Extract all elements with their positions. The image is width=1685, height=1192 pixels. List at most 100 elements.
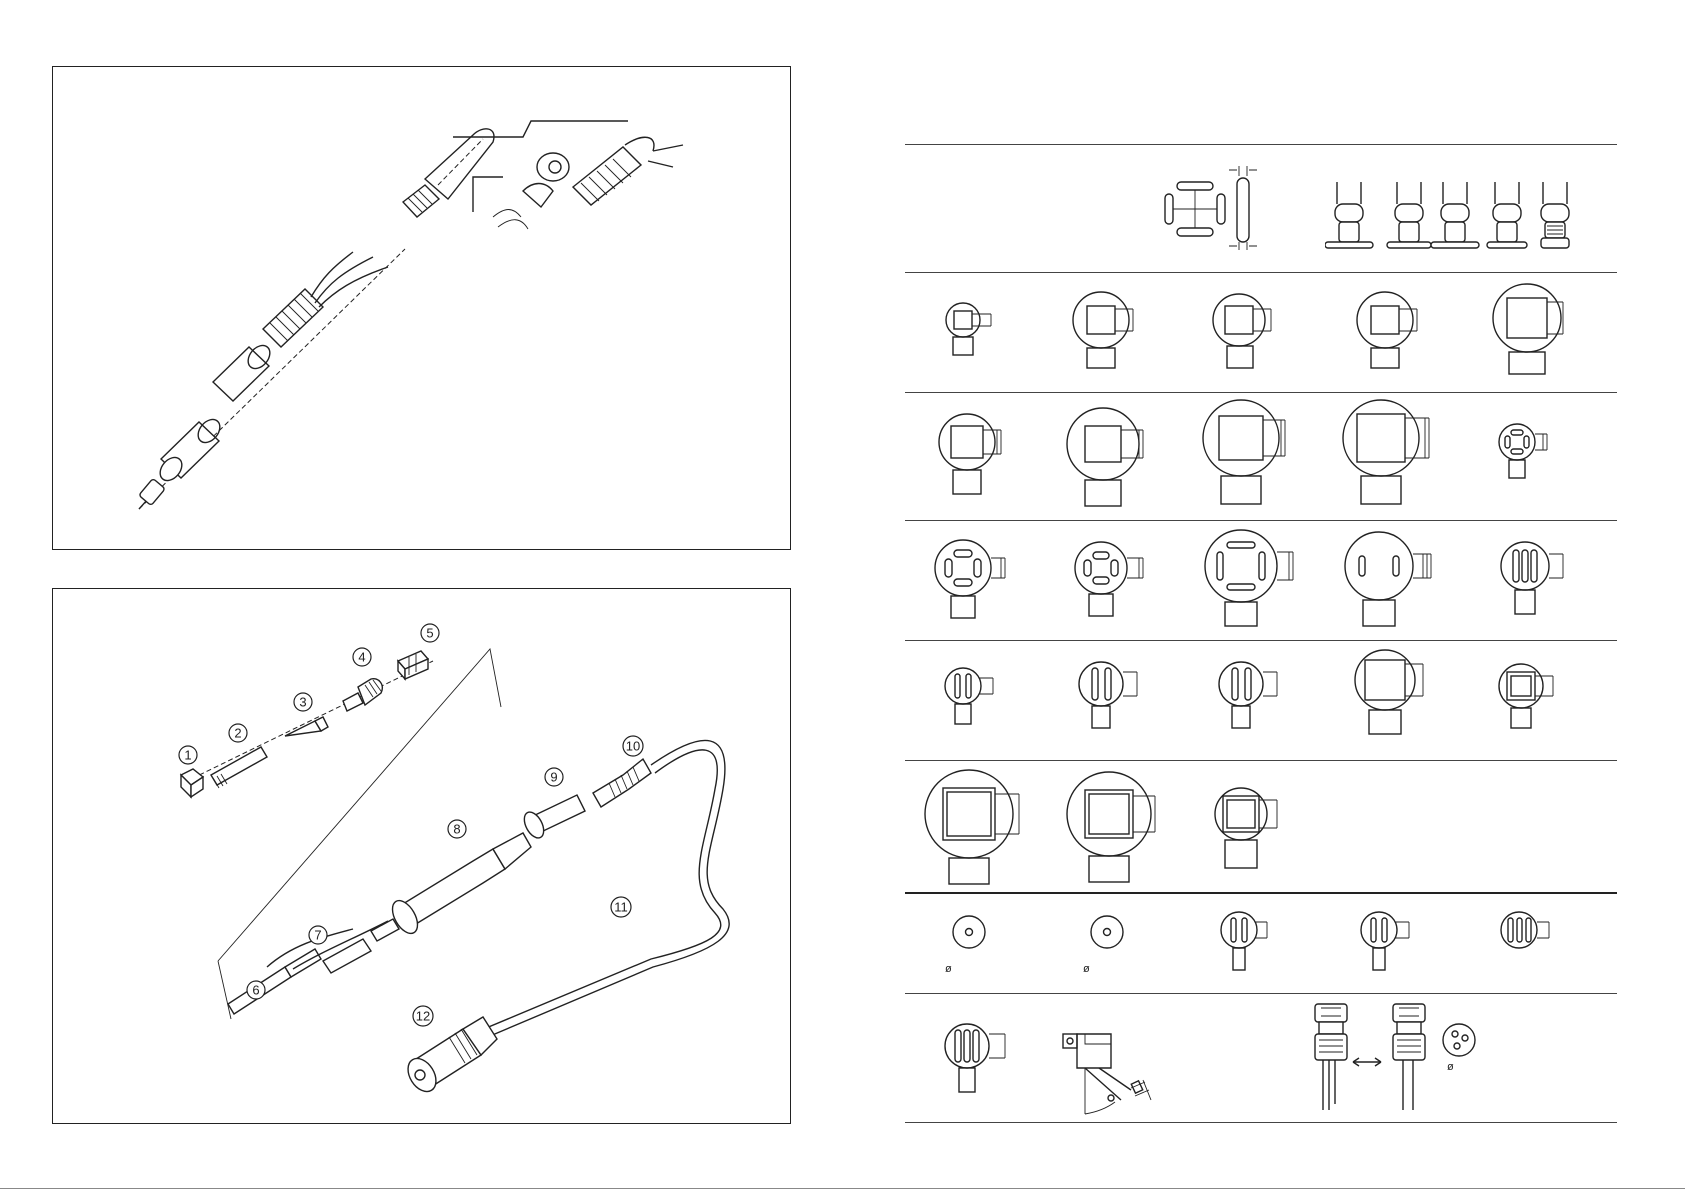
table-rule-heavy (905, 892, 1617, 894)
table-rule (905, 520, 1617, 521)
upper-panel-hot-air-handpiece (52, 66, 791, 550)
table-rule-bottom (905, 1122, 1617, 1123)
callout-5: 5 (421, 624, 439, 642)
part-6-heater-rod (228, 949, 321, 1014)
nozzle-profile-1 (1325, 182, 1373, 248)
nozzle-dual-slot-r4-2 (1075, 658, 1155, 748)
nozzle-square-r4-4 (1351, 648, 1441, 748)
adapter-view-a (1315, 1004, 1347, 1110)
table-rule (905, 993, 1617, 994)
part-12-connector-plug (402, 1017, 497, 1097)
nozzle-square-medium (1071, 288, 1151, 378)
nozzle-row-7: ø (905, 1000, 1617, 1118)
svg-text:10: 10 (626, 739, 640, 754)
svg-text:7: 7 (314, 928, 321, 943)
part-9-handle-collar (520, 795, 585, 841)
table-header-row (905, 150, 1617, 268)
nozzle-square-medium-3 (1355, 288, 1435, 378)
callout-7: 7 (309, 926, 327, 944)
callout-9: 9 (545, 768, 563, 786)
nozzle-round-r6-1: ø (939, 908, 1019, 980)
heater-element-part (263, 252, 388, 347)
part-2-tip-sleeve (211, 747, 267, 788)
part-1-cleaning-sponge (181, 769, 203, 797)
part-10-strain-relief (593, 759, 651, 807)
page-bottom-rule (0, 1188, 1685, 1189)
svg-text:12: 12 (416, 1009, 430, 1024)
nozzle-square-large (1491, 282, 1581, 382)
nozzle-side-profiles (1325, 180, 1615, 262)
nozzle-square-r4-5 (1495, 660, 1575, 744)
nozzle-dual-slot-r6-4 (1357, 908, 1427, 984)
nozzle-tip-part (139, 478, 165, 509)
nozzle-dual-slot-r6-3 (1217, 908, 1287, 984)
nozzle-square-r2-1 (935, 410, 1025, 510)
callout-10: 10 (623, 736, 643, 756)
nozzle-row-2 (905, 404, 1617, 516)
part-11-power-cable (479, 740, 729, 1039)
svg-text:5: 5 (426, 626, 433, 641)
nozzle-square-r2-3 (1201, 396, 1301, 512)
svg-text:1: 1 (184, 748, 191, 763)
nozzle-dual-slot-r4-3 (1215, 658, 1295, 748)
nozzle-qfp-r3-1 (931, 536, 1021, 632)
nozzle-adapter-side-views: ø (1309, 1000, 1489, 1118)
callout-2: 2 (229, 724, 247, 742)
front-tube-part (156, 415, 225, 484)
svg-text:11: 11 (614, 900, 628, 915)
svg-text:3: 3 (299, 695, 306, 710)
callout-3: 3 (294, 693, 312, 711)
middle-tube-part (213, 341, 274, 401)
svg-text:ø: ø (1447, 1061, 1454, 1073)
part-7-sensor-wires (267, 919, 399, 973)
nozzle-dual-slot-r4-1 (941, 664, 1011, 744)
callout-12: 12 (413, 1006, 433, 1026)
callout-4: 4 (353, 648, 371, 666)
nozzle-profile-3 (1431, 182, 1479, 248)
nozzle-square-medium-2 (1211, 288, 1291, 378)
nozzle-profile-5 (1541, 182, 1569, 248)
table-rule (905, 392, 1617, 393)
table-rule (905, 760, 1617, 761)
bent-nozzle-angle-diagram (1055, 1028, 1165, 1118)
nozzle-row-6: ø ø (905, 906, 1617, 988)
adapter-view-b (1393, 1004, 1425, 1110)
hot-air-handpiece-exploded-drawing (53, 67, 790, 549)
svg-text:4: 4 (358, 650, 365, 665)
nozzle-square-r2-4 (1341, 396, 1441, 512)
nozzle-row-4 (905, 650, 1617, 754)
connector-sleeve-part (403, 185, 439, 217)
nozzle-triple-slot-r3-5 (1497, 536, 1577, 632)
nozzle-profile-4 (1487, 182, 1527, 248)
nozzle-round-r6-2: ø (1077, 908, 1157, 980)
callout-1: 1 (179, 746, 197, 764)
part-4-heater-nut (343, 679, 382, 711)
callout-8: 8 (448, 820, 466, 838)
nozzle-row-1 (905, 288, 1617, 384)
svg-text:ø: ø (1083, 963, 1090, 975)
nozzle-dual-slot-r3-4 (1341, 526, 1441, 636)
svg-text:6: 6 (252, 983, 259, 998)
nozzle-qfp-r3-3 (1203, 526, 1303, 636)
part-3-soldering-tip (285, 717, 328, 736)
nozzle-triple-slot-r6-5 (1497, 908, 1567, 968)
svg-text:ø: ø (945, 963, 952, 975)
nozzle-selection-table: ø ø (905, 0, 1620, 1192)
part-5-filter-block (398, 651, 428, 679)
nozzle-row-3 (905, 530, 1617, 634)
callout-11: 11 (611, 897, 631, 917)
svg-text:9: 9 (550, 770, 557, 785)
nozzle-square-r5-2 (1063, 768, 1173, 886)
nozzle-row-5 (905, 768, 1617, 886)
svg-text:8: 8 (453, 822, 460, 837)
table-rule-top (905, 144, 1617, 145)
adapter-end-view: ø (1443, 1024, 1475, 1073)
nozzle-triple-slot-r7-1 (939, 1020, 1019, 1100)
nozzle-qfp-r3-2 (1071, 536, 1161, 632)
table-rule (905, 272, 1617, 273)
nozzle-square-small (941, 298, 1011, 368)
soldering-iron-exploded-drawing: 1 2 3 4 5 6 7 8 9 10 11 12 (53, 589, 790, 1123)
lower-panel-soldering-iron: 1 2 3 4 5 6 7 8 9 10 11 12 (52, 588, 791, 1124)
handle-threaded-right-part (573, 137, 683, 205)
nozzle-square-r5-3 (1211, 784, 1301, 884)
